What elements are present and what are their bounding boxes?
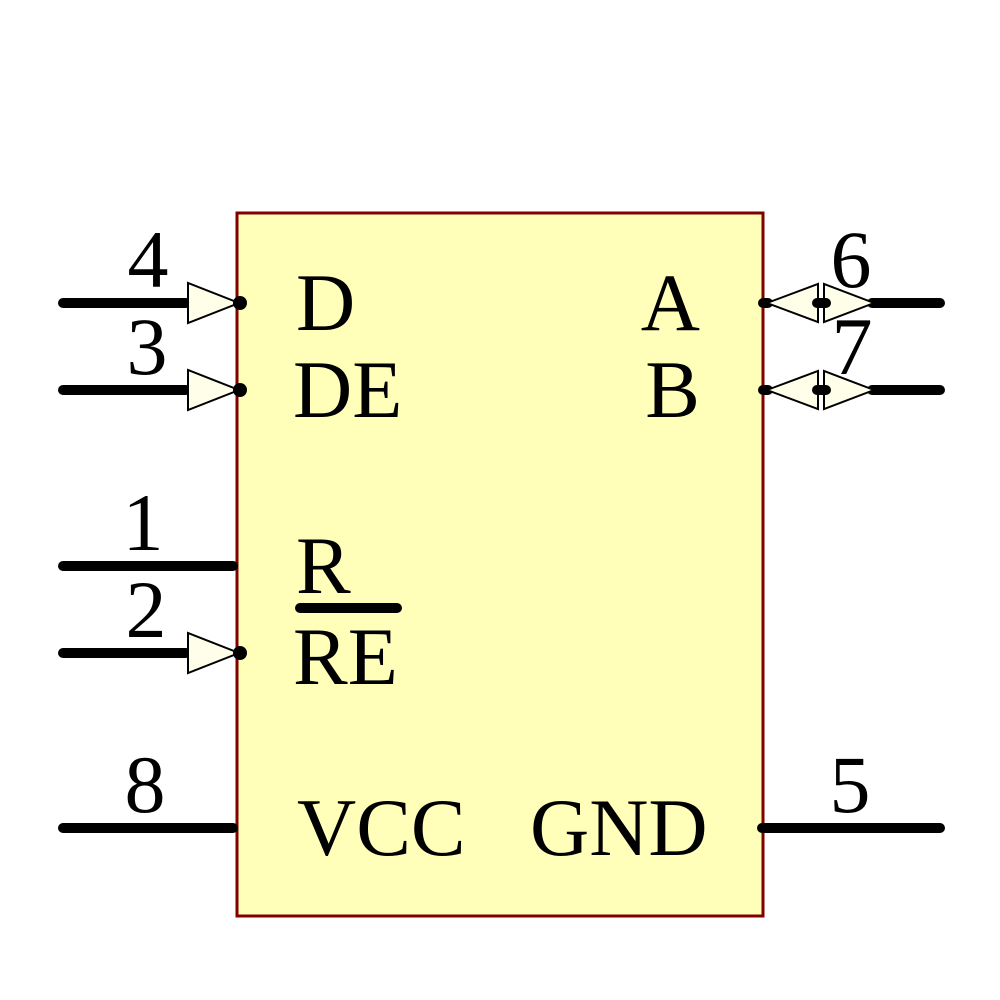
pin-6-label: A (641, 257, 700, 348)
pin-3-label: DE (293, 344, 402, 435)
pin-3: 3 DE (58, 301, 402, 435)
pin-8-label: VCC (297, 782, 466, 873)
pin-3-connection-dot (233, 383, 247, 397)
pin-4-label: D (296, 257, 355, 348)
pin-1-label: R (296, 520, 351, 611)
pin-8: 8 VCC (58, 739, 466, 873)
pin-2-number: 2 (126, 564, 167, 655)
pin-3-input-arrow-icon (187, 368, 242, 412)
pin-7-label: B (645, 344, 700, 435)
pin-2-input-arrow-icon (187, 631, 242, 675)
pin-7-number: 7 (832, 301, 873, 392)
pin-7: 7 B (645, 301, 945, 435)
pin-7-bidir-arrow-left-icon (764, 369, 819, 411)
pin-5: 5 GND (530, 739, 945, 873)
pin-4: 4 D (58, 214, 355, 348)
pin-5-number: 5 (830, 739, 871, 830)
pin-4-number: 4 (128, 214, 169, 305)
pin-6: 6 A (641, 214, 945, 348)
pin-1: 1 R (58, 477, 351, 611)
pin-3-number: 3 (127, 301, 168, 392)
pin-4-input-arrow-icon (187, 281, 242, 325)
pin-2: 2 RE (58, 564, 402, 702)
pin-5-label: GND (530, 782, 708, 873)
pin-4-connection-dot (233, 296, 247, 310)
pin-1-number: 1 (123, 477, 164, 568)
pin-8-number: 8 (125, 739, 166, 830)
pin-2-connection-dot (233, 646, 247, 660)
pin-6-bidir-arrow-left-icon (764, 282, 819, 324)
pin-2-label: RE (293, 611, 398, 702)
pin-6-number: 6 (831, 214, 872, 305)
component-body (235, 211, 765, 918)
